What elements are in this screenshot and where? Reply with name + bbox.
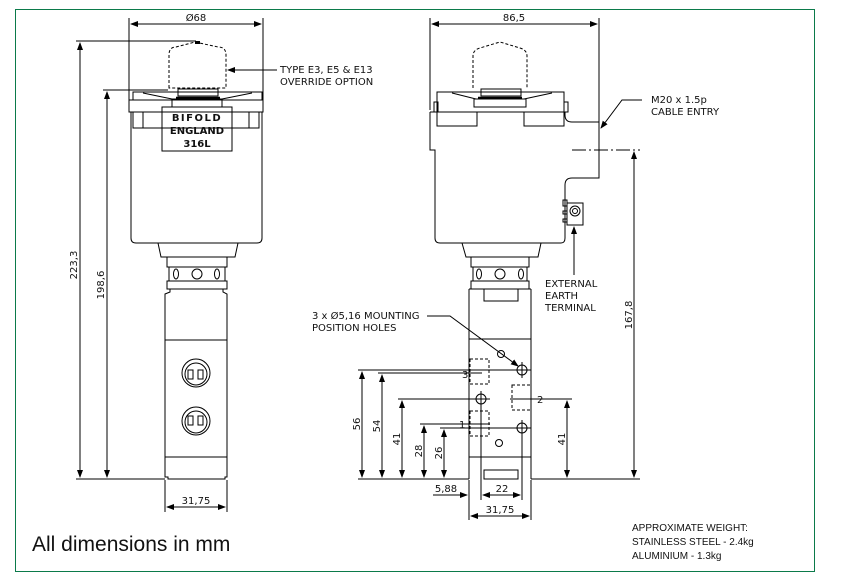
dim-height-54: 54 — [372, 420, 383, 433]
valve-block — [164, 289, 228, 480]
port-fitting-upper — [181, 358, 211, 388]
dim-offset-label: 5,88 — [435, 484, 457, 495]
marking-plate — [161, 106, 233, 152]
units-note: All dimensions in mm — [32, 533, 231, 556]
dim-height-56: 56 — [352, 418, 363, 431]
actuator-body — [130, 112, 263, 244]
earth-callout-2: EARTH — [545, 291, 578, 302]
override-callout-1: TYPE E3, E5 & E13 — [279, 65, 373, 76]
dim-height-28: 28 — [414, 445, 425, 458]
marking-line-2: ENGLAND — [170, 126, 224, 137]
override-cap — [168, 41, 227, 89]
earth-callout-1: EXTERNAL — [545, 279, 598, 290]
drawing-frame — [15, 9, 815, 572]
left-view: Ø68 BIFOLD ENGLAND 316L — [69, 12, 277, 512]
cable-leader — [600, 99, 642, 129]
dim-height-26: 26 — [434, 447, 445, 460]
holes-leader — [427, 315, 519, 367]
dim-base-width-left: 31,75 — [182, 496, 211, 507]
weight-stainless: STAINLESS STEEL - 2.4kg — [632, 537, 754, 548]
right-view: 86,5 — [352, 13, 642, 520]
port-3-label: 3 — [462, 370, 468, 381]
marking-line-3: 316L — [183, 139, 211, 150]
dim-height-41: 41 — [392, 433, 403, 446]
earth-callout-3: TERMINAL — [544, 303, 596, 314]
dim-height-right-41: 41 — [557, 433, 568, 446]
port-1-label: 1 — [459, 420, 465, 431]
dim-diameter-label: Ø68 — [186, 12, 207, 24]
holes-callout-1: 3 x Ø5,16 MOUNTING — [312, 310, 420, 322]
dim-body-height-label: 198,6 — [96, 271, 107, 300]
holes-callout-2: POSITION HOLES — [312, 323, 396, 334]
marking-line-1: BIFOLD — [172, 113, 222, 124]
dim-total-height-label: 223,3 — [69, 251, 80, 280]
weight-aluminium: ALUMINIUM - 1.3kg — [632, 551, 722, 562]
valve-block-side — [468, 289, 532, 479]
port-2-label: 2 — [537, 395, 543, 406]
dim-hole-spacing-label: 22 — [496, 484, 509, 495]
cable-callout-1: M20 x 1.5p — [651, 95, 707, 106]
dim-width-label: 86,5 — [503, 13, 525, 24]
dim-height-label: 167,8 — [624, 301, 635, 330]
weight-title: APPROXIMATE WEIGHT: — [632, 523, 748, 534]
override-callout-2: OVERRIDE OPTION — [280, 77, 373, 88]
port-fitting-lower — [181, 406, 211, 436]
cable-callout-2: CABLE ENTRY — [651, 107, 720, 118]
dim-base-width-right: 31,75 — [486, 505, 515, 516]
weight-box: APPROXIMATE WEIGHT: STAINLESS STEEL - 2.… — [632, 522, 754, 564]
actuator-body-side — [429, 112, 600, 244]
